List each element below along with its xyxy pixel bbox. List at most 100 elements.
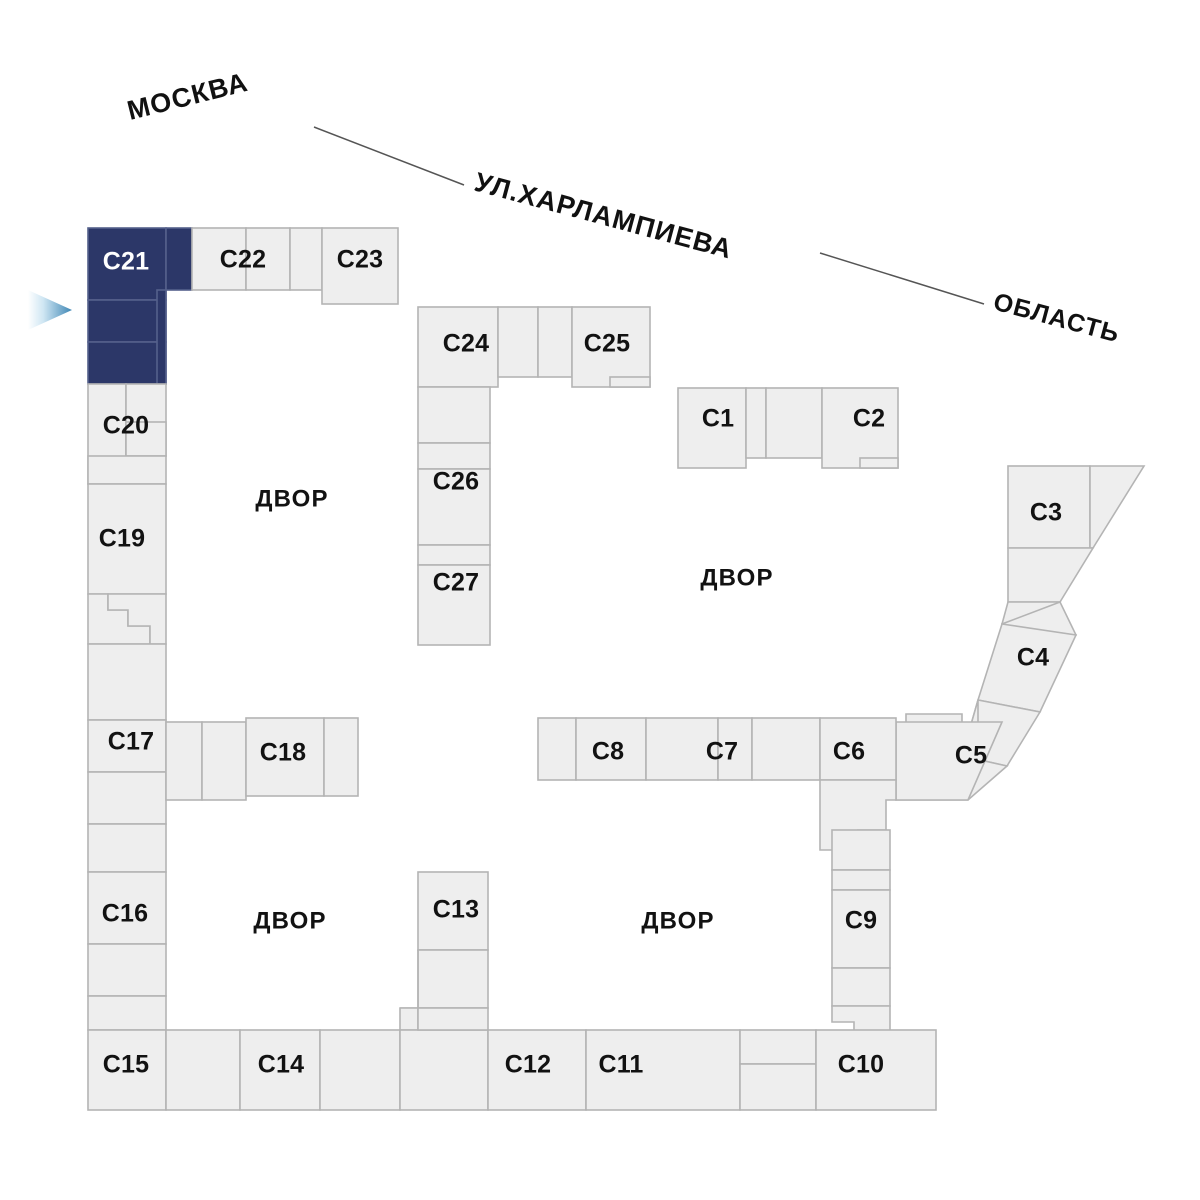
block-C19[interactable] bbox=[87, 483, 167, 721]
block-C12[interactable] bbox=[487, 1029, 587, 1111]
block-C24-seg-b[interactable] bbox=[497, 306, 539, 378]
block-C21-seg-a[interactable] bbox=[87, 227, 167, 301]
block-C15-seg-a[interactable] bbox=[87, 1029, 167, 1111]
block-C10[interactable] bbox=[815, 1029, 937, 1111]
block-C22-seg-a[interactable] bbox=[191, 227, 247, 291]
block-C17-seg-b[interactable] bbox=[87, 771, 167, 825]
block-C20-seg-c[interactable] bbox=[125, 421, 167, 457]
block-C16-seg-a[interactable] bbox=[87, 823, 167, 873]
block-C21-seg-d[interactable] bbox=[87, 341, 167, 385]
block-C14-seg-b[interactable] bbox=[319, 1029, 401, 1111]
block-C27-seg-a[interactable] bbox=[417, 544, 491, 566]
block-C16-seg-d[interactable] bbox=[87, 995, 167, 1031]
block-group-south-row[interactable] bbox=[87, 871, 937, 1111]
block-C4[interactable] bbox=[976, 600, 1078, 713]
block-C14-seg-a[interactable] bbox=[239, 1029, 321, 1111]
block-C12-seg-a[interactable] bbox=[487, 1029, 587, 1111]
block-C27[interactable] bbox=[417, 544, 491, 646]
block-C8-seg-b[interactable] bbox=[575, 717, 647, 781]
yard-label-northwest: ДВОР bbox=[255, 485, 328, 512]
entrance-arrow-icon[interactable] bbox=[28, 290, 72, 330]
block-group-northeast[interactable] bbox=[677, 387, 899, 469]
block-C25-seg-c[interactable] bbox=[609, 376, 651, 388]
block-C1[interactable] bbox=[677, 387, 767, 469]
block-C14[interactable] bbox=[239, 1029, 401, 1111]
block-group-west-middle[interactable] bbox=[87, 717, 359, 825]
block-C20-seg-d[interactable] bbox=[87, 455, 167, 485]
block-C10-seg-a[interactable] bbox=[815, 1029, 937, 1111]
block-C3-seg-a[interactable] bbox=[1007, 465, 1091, 549]
block-C1-seg-b[interactable] bbox=[745, 387, 767, 459]
block-C21-seg-e[interactable] bbox=[156, 289, 167, 385]
block-group-middle-row[interactable] bbox=[537, 717, 897, 851]
block-C26[interactable] bbox=[417, 386, 491, 546]
block-C15-seg-b[interactable] bbox=[165, 1029, 241, 1111]
block-C24[interactable] bbox=[417, 306, 539, 388]
block-C3-seg-c[interactable] bbox=[1007, 547, 1095, 603]
block-C17-seg-d[interactable] bbox=[201, 721, 247, 801]
block-C11-seg-c[interactable] bbox=[739, 1063, 817, 1111]
block-C16-seg-b[interactable] bbox=[87, 871, 167, 945]
block-C5[interactable] bbox=[895, 699, 1042, 801]
block-C20[interactable] bbox=[87, 383, 167, 485]
block-C11[interactable] bbox=[585, 1029, 817, 1111]
block-C2-seg-b[interactable] bbox=[821, 387, 899, 469]
block-C6[interactable] bbox=[751, 717, 897, 851]
block-C26-seg-c[interactable] bbox=[417, 468, 491, 546]
block-C19-seg-a[interactable] bbox=[87, 483, 167, 595]
block-C25-seg-b[interactable] bbox=[571, 306, 651, 388]
block-C9-seg-c[interactable] bbox=[831, 889, 891, 969]
block-C8-seg-a[interactable] bbox=[537, 717, 577, 781]
block-C13[interactable] bbox=[399, 871, 489, 1111]
block-C18[interactable] bbox=[245, 717, 359, 797]
block-C13-seg-e[interactable] bbox=[417, 1007, 489, 1031]
block-C11-seg-a[interactable] bbox=[585, 1029, 741, 1111]
block-C16-seg-c[interactable] bbox=[87, 943, 167, 997]
block-C21[interactable] bbox=[87, 227, 193, 385]
block-C25-seg-a[interactable] bbox=[537, 306, 573, 378]
block-C11-seg-b[interactable] bbox=[739, 1029, 817, 1065]
block-C13-seg-a[interactable] bbox=[417, 871, 489, 951]
block-C6-seg-a[interactable] bbox=[751, 717, 821, 781]
block-C26-seg-a[interactable] bbox=[417, 386, 491, 444]
block-C17[interactable] bbox=[87, 719, 247, 825]
block-C17-seg-c[interactable] bbox=[165, 721, 203, 801]
block-group-north[interactable] bbox=[191, 227, 399, 305]
block-C13-seg-b[interactable] bbox=[417, 949, 489, 1009]
block-group-central-north[interactable] bbox=[417, 306, 651, 646]
block-C2[interactable] bbox=[765, 387, 899, 469]
block-C13-seg-notch[interactable] bbox=[400, 950, 419, 1009]
block-C7-seg-a[interactable] bbox=[645, 717, 719, 781]
block-C22[interactable] bbox=[191, 227, 291, 291]
block-C9-seg-a[interactable] bbox=[831, 829, 891, 871]
block-C19-seg-stair2[interactable] bbox=[107, 593, 167, 645]
block-C22-seg-b[interactable] bbox=[245, 227, 291, 291]
block-group-east[interactable] bbox=[895, 465, 1146, 801]
block-C15[interactable] bbox=[87, 1029, 241, 1111]
block-C9[interactable] bbox=[831, 829, 891, 1035]
block-C3-seg-b[interactable] bbox=[1089, 465, 1146, 549]
block-C23-seg-b[interactable] bbox=[321, 227, 399, 305]
block-C19-seg-b[interactable] bbox=[87, 643, 167, 721]
block-C23-seg-a[interactable] bbox=[289, 227, 323, 291]
block-group-west-north[interactable] bbox=[87, 227, 193, 721]
block-C27-seg-b[interactable] bbox=[417, 564, 491, 646]
block-C1-seg-a[interactable] bbox=[677, 387, 747, 469]
block-C26-seg-b[interactable] bbox=[417, 442, 491, 470]
block-C8[interactable] bbox=[537, 717, 647, 781]
block-C2-seg-a[interactable] bbox=[765, 387, 823, 459]
block-C13-seg-d[interactable] bbox=[399, 1029, 489, 1111]
block-C25[interactable] bbox=[537, 306, 651, 388]
block-C2-seg-c[interactable] bbox=[859, 457, 899, 469]
block-C9-seg-b[interactable] bbox=[831, 869, 891, 891]
entrance-arrow[interactable] bbox=[28, 290, 72, 330]
block-C13-seg-c[interactable] bbox=[399, 1007, 419, 1031]
block-C9-seg-d[interactable] bbox=[831, 967, 891, 1007]
block-C23[interactable] bbox=[289, 227, 399, 305]
block-C21-seg-c[interactable] bbox=[87, 299, 167, 343]
block-C16[interactable] bbox=[87, 823, 167, 1031]
block-C18-seg-b[interactable] bbox=[323, 717, 359, 797]
block-C21-seg-b[interactable] bbox=[165, 227, 193, 291]
block-C18-seg-a[interactable] bbox=[245, 717, 325, 797]
